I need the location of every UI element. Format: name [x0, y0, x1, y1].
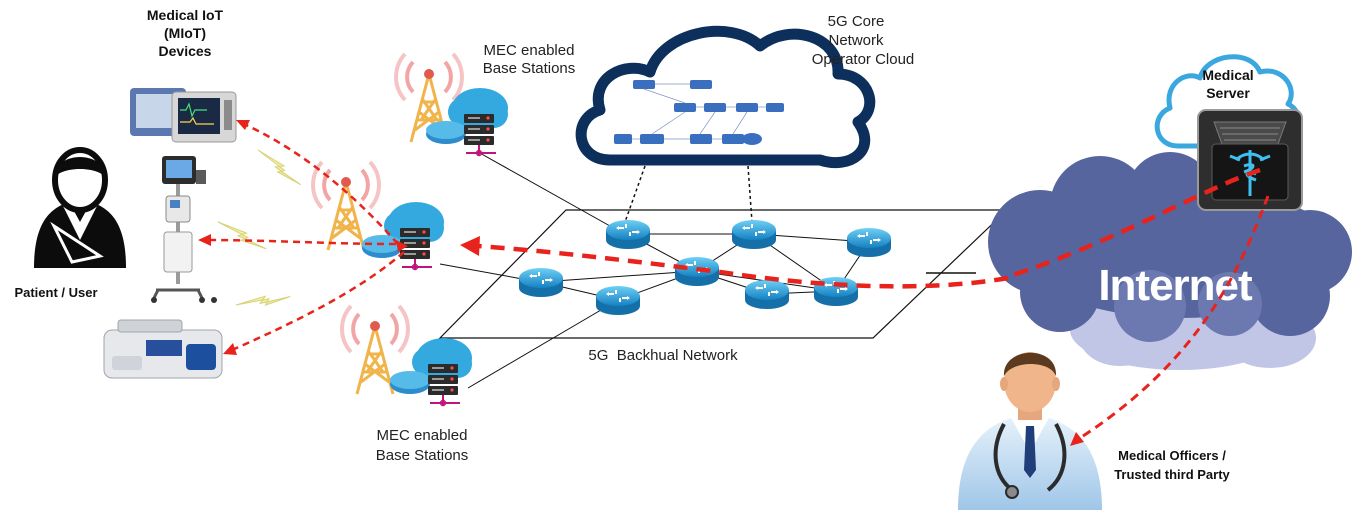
arrow-device-bottom [223, 343, 237, 355]
lightning-icon [235, 280, 291, 322]
lightning-icon [214, 221, 270, 250]
monitor-device-icon [130, 88, 237, 143]
medical-server-label-line2: Server [1206, 85, 1250, 101]
core-link-left [624, 165, 646, 223]
backhaul-label: 5G Backhual Network [588, 347, 738, 364]
internet-label: Internet [1098, 261, 1253, 310]
mec-top-label-line1: MEC enabled [484, 42, 575, 59]
infusion-stand-icon [151, 156, 217, 303]
core-label-line1: 5G Core [828, 13, 885, 30]
miot-label-line1: Medical IoT [147, 7, 224, 23]
miot-label-line3: Devices [159, 43, 212, 59]
syringe-pump-icon [103, 319, 223, 379]
mec-server-icon [361, 201, 445, 271]
arrow-device-mid [198, 234, 211, 246]
router-icon [674, 256, 720, 287]
patient-label: Patient / User [14, 285, 97, 300]
main-flow-path [477, 243, 1009, 289]
router-icon [744, 279, 790, 310]
router-icon [605, 219, 651, 250]
arrow-bs-in [396, 240, 408, 252]
core-label-line3: Operator Cloud [812, 51, 915, 68]
link-top-bs [477, 151, 627, 236]
router-icon [518, 267, 564, 298]
device-flow-bottom [231, 251, 405, 352]
core-label-line2: Network [828, 32, 884, 49]
doctor-icon [958, 352, 1102, 510]
mec-server-icon [425, 87, 509, 157]
backhaul-plane [438, 209, 1009, 339]
miot-label-line2: (MIoT) [164, 25, 206, 41]
arrow-main [460, 236, 480, 256]
arrowheads [198, 120, 1084, 446]
officer-flow-path [1079, 195, 1270, 440]
router-icon [731, 219, 777, 250]
link-bottom-bs [467, 299, 619, 389]
router-icon [595, 285, 641, 316]
core-link-right [747, 165, 753, 223]
medical-server-label-line1: Medical [1202, 67, 1253, 83]
device-flow-top [243, 122, 399, 245]
patient-icon [34, 147, 126, 268]
mec-bottom-label-line2: Base Stations [376, 447, 469, 464]
medical-server-icon [1197, 109, 1303, 211]
server-flow-path [1009, 167, 1261, 279]
link-mid-bs [439, 263, 529, 281]
mec-top-label-line2: Base Stations [483, 60, 576, 77]
officers-label-line1: Medical Officers / [1118, 448, 1226, 463]
tower-icon [311, 160, 381, 252]
officers-label-line2: Trusted third Party [1114, 467, 1230, 482]
data-flow-paths [205, 122, 1270, 440]
core-functions-diagram [614, 80, 784, 145]
core-cloud [575, 25, 876, 169]
arrow-officer [1070, 432, 1084, 446]
arrow-device-top [236, 120, 250, 130]
router-icon [846, 227, 892, 258]
mec-bottom-label-line1: MEC enabled [377, 427, 468, 444]
